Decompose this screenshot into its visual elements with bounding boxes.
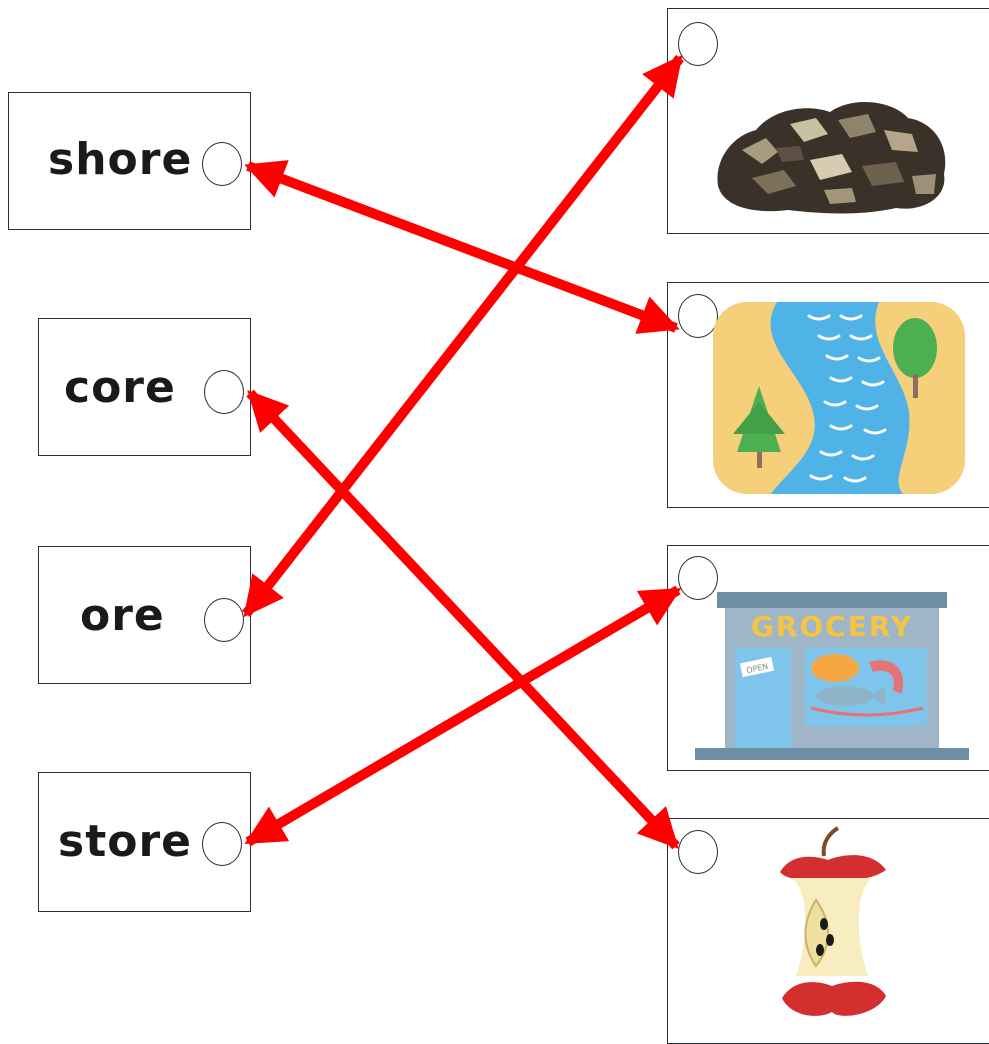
word-label-core: core <box>64 362 176 413</box>
word-label-store: store <box>58 816 192 867</box>
arrow-ore-rock <box>242 54 684 618</box>
picture-anchor-river-shore[interactable] <box>678 294 718 338</box>
arrow-store-grocery <box>244 585 682 847</box>
rock-icon <box>717 101 946 214</box>
word-anchor-shore[interactable] <box>202 142 242 186</box>
river-shore-icon <box>713 302 965 494</box>
apple-core-icon <box>780 826 886 1016</box>
grocery-sign-text: GROCERY <box>751 610 913 643</box>
word-anchor-ore[interactable] <box>204 598 244 642</box>
arrow-core-apple <box>246 389 680 850</box>
word-anchor-store[interactable] <box>202 822 242 866</box>
picture-anchor-apple-core[interactable] <box>678 830 718 874</box>
grocery-store-icon: GROCERY OPEN <box>695 592 969 760</box>
arrow-shore-river <box>244 160 680 334</box>
picture-anchor-rock[interactable] <box>678 22 718 66</box>
word-label-shore: shore <box>48 134 193 185</box>
word-anchor-core[interactable] <box>204 370 244 414</box>
word-label-ore: ore <box>80 590 165 641</box>
